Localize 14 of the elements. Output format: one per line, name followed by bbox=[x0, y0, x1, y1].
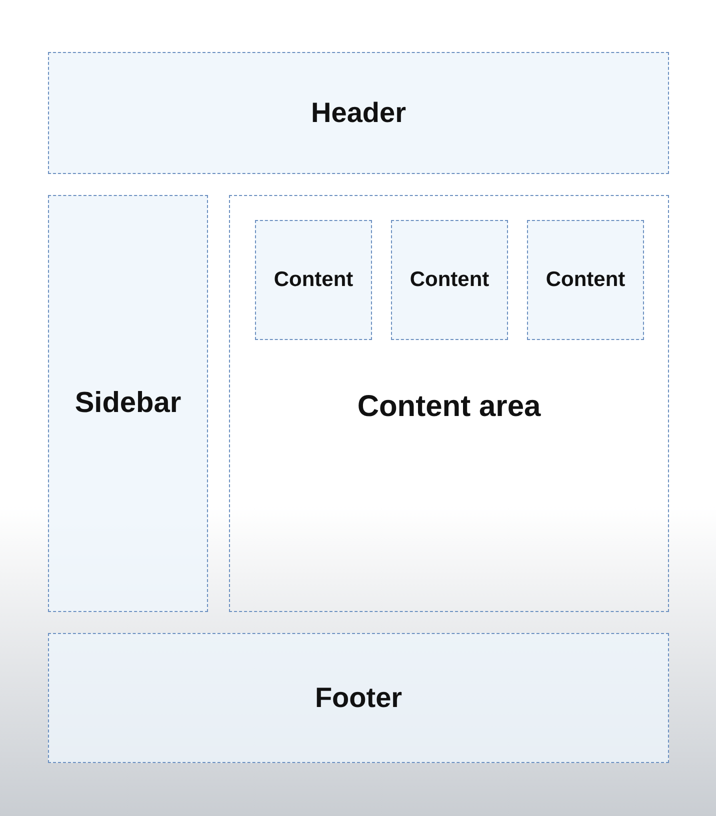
content-block bbox=[255, 220, 372, 340]
region-label: Content bbox=[274, 267, 354, 294]
footer-region bbox=[48, 633, 669, 763]
sidebar-region bbox=[48, 195, 208, 612]
content-block bbox=[527, 220, 644, 340]
header-region bbox=[48, 52, 669, 174]
region-label: Content bbox=[410, 267, 490, 294]
content-block bbox=[391, 220, 508, 340]
region-label: Content bbox=[546, 267, 626, 294]
content-area-region bbox=[229, 195, 669, 612]
region-label: Footer bbox=[314, 681, 402, 715]
region-label: Sidebar bbox=[74, 386, 182, 421]
region-label: Header bbox=[311, 96, 406, 130]
region-label: Content area bbox=[356, 392, 542, 422]
